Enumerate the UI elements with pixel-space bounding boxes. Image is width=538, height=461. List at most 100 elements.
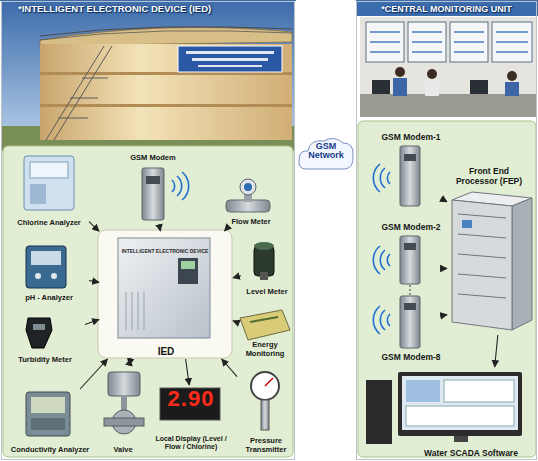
ied-cabinet	[126, 292, 144, 330]
scada-computer-icon	[406, 380, 440, 402]
chlorine-analyzer: Chlorine Analyzer	[9, 154, 89, 228]
connector-arrow	[89, 281, 99, 283]
control-room-photo	[470, 80, 488, 94]
modem-icons	[404, 243, 416, 250]
level-meter-icon	[254, 246, 274, 276]
modem-icons	[404, 303, 416, 310]
flow-meter-icon	[226, 179, 270, 212]
tank-photo	[192, 58, 268, 61]
pressure-gauge-icon	[251, 372, 279, 430]
tank-photo	[40, 31, 292, 40]
connector-arrow	[159, 226, 160, 231]
level-meter: Level Meter	[241, 241, 293, 297]
energy-monitor: Energy Monitoring	[235, 307, 295, 359]
node-label: Pressure Transmitter	[237, 437, 295, 454]
ied-cabinet	[181, 261, 195, 269]
energy-monitor-icon	[250, 317, 278, 322]
connector-arrow	[441, 198, 447, 202]
scada-computer-icon	[444, 380, 514, 402]
flow-meter-icon	[244, 183, 252, 191]
valve-icon	[108, 372, 140, 396]
ied-cabinet	[118, 238, 210, 338]
control-room-photo	[393, 78, 407, 96]
conductivity-analyzer-icon	[31, 418, 65, 430]
fep-rack-icon	[512, 198, 532, 330]
ph-analyzer: pH - Analyzer	[9, 243, 89, 303]
control-room-photo	[372, 80, 390, 94]
connector-arrow	[85, 319, 99, 324]
node-label: 2.90	[147, 387, 235, 412]
gsm-cloud: GSM Network	[298, 136, 354, 170]
scada-computer-icon	[398, 372, 522, 436]
control-room-photo	[370, 32, 528, 52]
ph-analyzer-icon	[35, 273, 41, 279]
turbidity-meter: Turbidity Meter	[5, 313, 85, 365]
level-meter-icon	[254, 242, 274, 250]
node-label: GSM Modem	[123, 154, 183, 162]
node-label: Flow Meter	[219, 218, 283, 226]
chlorine-analyzer-icon	[24, 156, 74, 210]
valve-icon	[121, 396, 127, 410]
turbidity-meter-icon	[26, 318, 52, 348]
node-label: Valve	[101, 446, 145, 454]
ied-cabinet	[118, 238, 210, 338]
fep-rack-icon	[458, 214, 506, 298]
level-meter-icon	[260, 272, 268, 280]
right-panel	[358, 121, 536, 457]
connector-arrow	[441, 315, 447, 316]
modem-icons	[400, 146, 420, 206]
control-room-photo	[427, 69, 437, 79]
monitoring-section: *CENTRAL MONITORING UNIT GSM Modem-1Front…	[356, 1, 537, 460]
ph-analyzer-icon	[26, 246, 66, 288]
tank-photo	[46, 46, 112, 140]
tank-photo	[1, 1, 295, 151]
modem-icons	[400, 236, 420, 284]
conductivity-analyzer-icon	[26, 392, 70, 436]
gsm-modem-icon	[142, 168, 189, 220]
gsm-modem-icon	[146, 176, 160, 184]
connector-arrow	[129, 359, 130, 365]
pressure-gauge-icon	[251, 372, 279, 400]
node-label: Level Meter	[241, 288, 293, 296]
scada-computer: Water SCADA Software	[363, 367, 535, 459]
connector-arrow	[441, 268, 447, 269]
local-display: 2.90Local Display (Level / Flow / Chlori…	[147, 385, 235, 451]
fep-rack-icon	[452, 192, 532, 330]
turbidity-meter-icon	[33, 324, 45, 330]
cloud-shape	[299, 138, 353, 169]
ied-cabinet	[178, 258, 198, 284]
node-label: Local Display (Level / Flow / Chlorine)	[147, 435, 235, 451]
node-label: GSM Modem-2	[381, 223, 441, 233]
connector-arrow	[225, 227, 229, 231]
pressure-gauge-icon	[265, 378, 273, 386]
level-meter-icon	[254, 242, 274, 280]
control-room-photo	[360, 94, 536, 117]
front-end-processor: Front End Processor (FEP)	[447, 167, 537, 335]
section-title: *CENTRAL MONITORING UNIT	[357, 4, 536, 14]
gsm-modem: GSM Modem-1	[381, 133, 441, 213]
modem-icons	[410, 285, 411, 296]
control-room-photo	[425, 80, 439, 96]
conductivity-analyzer-icon	[26, 392, 70, 436]
tank-photo	[40, 104, 292, 107]
modem-icons	[404, 154, 416, 161]
ied-cabinet: INTELLIGENT ELECTRONIC DEVICEIED	[99, 231, 233, 359]
valve: Valve	[101, 365, 145, 455]
conductivity-analyzer-icon	[31, 397, 65, 413]
node-label: GSM Modem-8	[381, 353, 441, 363]
pressure-gauge-icon	[261, 400, 269, 430]
turbidity-meter-icon	[26, 318, 52, 348]
connector-arrow	[233, 320, 235, 322]
node-label: GSM Modem-1	[381, 133, 441, 143]
scada-computer-icon	[406, 406, 514, 426]
modem-icons	[400, 296, 420, 348]
fep-rack-icon	[452, 200, 512, 330]
gsm-modem-icon	[172, 172, 189, 200]
ied-frame	[98, 230, 232, 358]
connector-arrow	[222, 359, 237, 377]
gsm-modem: GSM Modem	[123, 154, 183, 226]
node-label: pH - Analyzer	[9, 294, 89, 302]
node-label: Energy Monitoring	[235, 341, 295, 358]
scada-computer-icon	[366, 372, 522, 444]
tank-photo	[1, 1, 295, 151]
